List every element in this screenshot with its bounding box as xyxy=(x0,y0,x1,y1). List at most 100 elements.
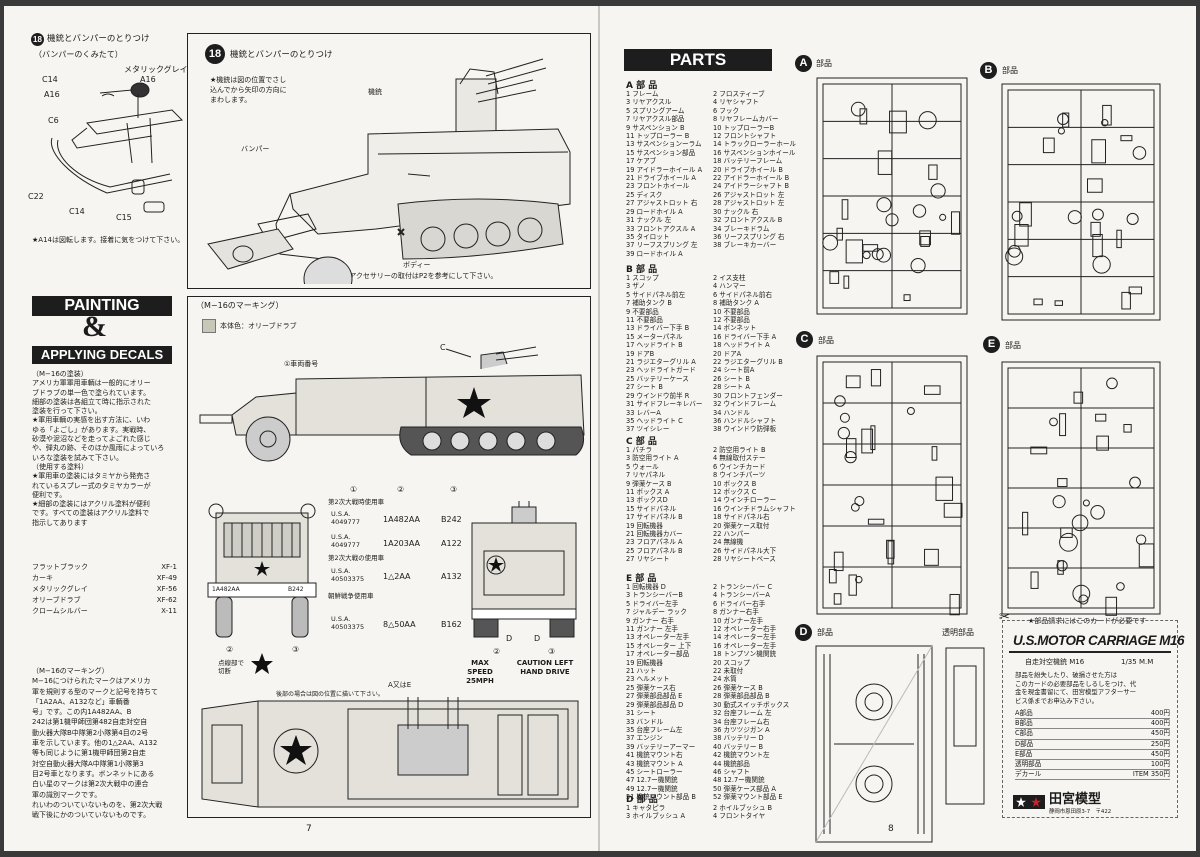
decal-col-head: ② xyxy=(397,485,405,494)
price-value: ITEM 350円 xyxy=(1132,770,1170,779)
part-item: 38 ブレーキカーバー xyxy=(713,241,777,250)
star-insignia xyxy=(280,735,312,765)
part-item: 33 フロントアクスル A xyxy=(626,224,696,233)
page-number: 7 xyxy=(306,824,312,834)
price-value: 450円 xyxy=(1150,729,1170,738)
d-label: D xyxy=(506,634,513,643)
cut-note: 点線部で切断 xyxy=(218,659,244,675)
part-item: 7 補助タンク B xyxy=(626,299,672,308)
card-subtitle: 自走対空機銃 M16 xyxy=(1025,658,1085,666)
part-item: 36 リーフスプリング 右 xyxy=(713,232,785,241)
sprue-label-c: 部品 xyxy=(818,336,834,345)
front-plate-left: 1A482AA xyxy=(212,586,240,593)
part-item: 13 サスペンションーラム xyxy=(626,140,702,149)
sprue-a-drawing xyxy=(816,77,968,315)
sprue-b-drawing xyxy=(1001,83,1161,321)
part-item: 17 ヘッドライト B xyxy=(626,341,683,350)
part-item: 19 回転機器 xyxy=(626,658,663,667)
part-item: 10 不要部品 xyxy=(713,307,750,316)
color-swatch xyxy=(202,319,216,333)
part-item: 27 弾薬部品部品 E xyxy=(626,692,683,701)
part-item: 6 サイドパネル前右 xyxy=(713,290,773,299)
price-label: 透明部品 xyxy=(1015,760,1042,769)
part-item: 29 ウインドウ前半 R xyxy=(626,391,690,400)
part-item: 17 サイドパネル B xyxy=(626,513,683,522)
step-number-badge: 18 xyxy=(31,33,44,46)
part-item: 48 12.7ー機関銃 xyxy=(713,776,765,785)
group-head-a: A 部 品 xyxy=(626,81,658,91)
part-item: 8 ガンナー右手 xyxy=(713,608,759,617)
front-view-drawing xyxy=(207,503,317,638)
label-body: ボディー xyxy=(403,261,431,269)
decal-serial: U.S.A. 40503375 xyxy=(331,615,365,631)
part-item: 29 ロードホイル A xyxy=(626,207,683,216)
part-item: 21 ハット xyxy=(626,667,657,676)
side-tag: ③ xyxy=(548,647,556,656)
sprue-label-a: 部品 xyxy=(816,59,832,68)
callout-c: C xyxy=(440,343,446,352)
paint-code: XF-49 xyxy=(156,574,177,582)
part-item: 3 ホイルブッシュ A xyxy=(626,812,686,821)
top-caption: 後部の場合は図の位置に描いて下さい。 xyxy=(276,691,384,698)
tamiya-star-icon xyxy=(1016,797,1026,807)
part-item: 15 サイドパネル xyxy=(626,504,677,513)
stencil-maxspeed: MAX SPEED 25MPH xyxy=(466,659,494,685)
part-item: 18 バッテリーフレーム xyxy=(713,157,783,166)
star-insignia xyxy=(457,387,491,418)
part-item: 45 シートローラー xyxy=(626,767,683,776)
paint-name: クロームシルバー xyxy=(32,607,88,615)
part-item: 44 機銃部品 xyxy=(713,759,750,768)
part-item: 42 機銃マウント左 xyxy=(713,751,770,760)
part-item: 13 ボックスD xyxy=(626,496,668,505)
part-item: 28 弾薬部品部品 B xyxy=(713,692,770,701)
part-item: 36 ハンドルシャフト xyxy=(713,416,777,425)
part-item: 8 補助タンク A xyxy=(713,299,759,308)
part-item: 19 回転機器 xyxy=(626,521,663,530)
part-item: 28 アジャストロット 左 xyxy=(713,199,785,208)
sprue-letter-c: C xyxy=(796,331,813,348)
part-item: 11 ガンナー 左手 xyxy=(626,625,679,634)
stencil-caution: CAUTION LEFT HAND DRIVE xyxy=(516,659,574,676)
part-item: 35 ヘッドライト C xyxy=(626,416,683,425)
group-head-c: C 部 品 xyxy=(626,437,657,447)
part-item: 26 アジャストロット 左 xyxy=(713,190,785,199)
part-item xyxy=(713,250,798,258)
part-label: C14 xyxy=(42,75,58,84)
part-item: 24 水筒 xyxy=(713,675,737,684)
part-item: 37 リーフスプリング 左 xyxy=(626,241,698,250)
front-plate-right: B242 xyxy=(288,586,304,593)
sprue-label-d: 部品 xyxy=(817,628,833,637)
price-label: D部品 xyxy=(1015,739,1034,748)
part-label: A16 xyxy=(140,75,156,84)
step-note: ★機銃は図の位置でさし込んでから矢印の方向にまわします。 xyxy=(210,76,287,104)
group-head-e: E 部 品 xyxy=(626,574,657,584)
sprue-label-b: 部品 xyxy=(1002,66,1018,75)
part-item: 46 シャフト xyxy=(713,767,750,776)
decals-banner: APPLYING DECALS xyxy=(32,346,172,364)
price-label: A部品 xyxy=(1015,709,1033,717)
star-decal xyxy=(251,653,273,674)
part-item: 11 ボックス A xyxy=(626,488,670,497)
card-title: U.S.MOTOR CARRIAGE M16 xyxy=(1013,633,1185,648)
part-item: 2 ホイルブッシュ B xyxy=(713,804,773,812)
part-item: 11 トップローラー B xyxy=(626,132,690,141)
paint-code: XF-62 xyxy=(156,596,177,604)
halftrack-assembly-drawing xyxy=(207,58,571,284)
paint-name: カーキ xyxy=(32,574,53,582)
part-item: 9 サスペンション B xyxy=(626,123,685,132)
part-item: 9 ガンナー 右手 xyxy=(626,616,674,625)
part-item: 20 スコップ xyxy=(713,658,750,667)
sprue-label-e: 部品 xyxy=(1005,341,1021,350)
paint-name: オリーブドラブ xyxy=(32,596,81,604)
part-item: 33 レバーA xyxy=(626,408,661,417)
part-item: 8 リヤフレームカバー xyxy=(713,115,779,124)
marking-panel: （M−16のマーキング） 本体色：オリーブドラブ C ①車両番号 ① ② ③ xyxy=(187,296,591,818)
part-item: 27 シート B xyxy=(626,383,663,392)
top-view-drawing xyxy=(201,697,579,808)
part-item: 35 台座フレーム左 xyxy=(626,725,683,734)
part-item: 5 ドライバー左手 xyxy=(626,599,679,608)
decal-num: A132 xyxy=(441,572,462,581)
part-item: 7 ジャルデー ラック xyxy=(626,608,687,617)
